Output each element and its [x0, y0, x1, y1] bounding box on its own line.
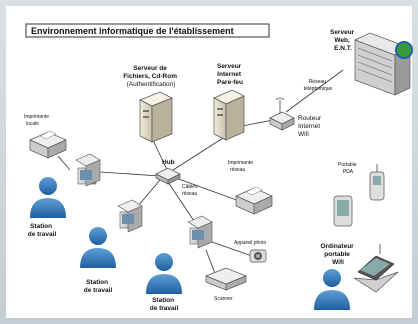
pda-icon: [333, 195, 353, 227]
workstation-1-label: Station de travail: [28, 223, 57, 238]
network-printer-label: Imprimante réseau: [228, 160, 254, 173]
scanner-label: Scanner: [214, 296, 233, 302]
network-printer-icon: [235, 186, 273, 215]
scanner-icon: [205, 267, 247, 291]
local-printer-label: Imprimante locale: [24, 114, 50, 127]
workstation-1-icon: [75, 153, 101, 187]
cable-hub-fileserver: [152, 139, 169, 173]
cables-label: Câbles réseau: [182, 184, 199, 197]
router-icon: [269, 97, 295, 131]
title-box: [25, 23, 270, 38]
camera-label: Appareil photo: [234, 240, 266, 246]
hub-icon: [155, 167, 181, 185]
workstation-3-icon: [187, 215, 213, 249]
camera-icon: [249, 249, 267, 263]
laptop-label: Ordinateur portable Wifi: [320, 243, 355, 266]
cable-station3-camera: [211, 241, 253, 257]
web-server-icon: [354, 32, 413, 96]
file-server-label: Serveur de Fichiers, Cd-Rom (Authentific…: [123, 65, 179, 88]
person-4-icon: [314, 269, 350, 310]
cable-router-webserver: [285, 69, 344, 113]
cable-station1-printer: [57, 155, 71, 171]
workstation-2-label: Station de travail: [84, 279, 113, 294]
cable-hub-netprinter: [175, 177, 243, 203]
local-printer-icon: [29, 130, 67, 159]
hub-label: Hub: [162, 159, 175, 166]
firewall-server-icon: [213, 89, 245, 141]
diagram-title: Environnement informatique de l'établiss…: [31, 26, 234, 36]
workstation-2-icon: [117, 199, 143, 233]
cable-hub-firewall: [169, 137, 224, 173]
cable-hub-station1: [99, 171, 161, 177]
cable-station3-scanner: [205, 249, 217, 277]
person-1-icon: [30, 177, 66, 218]
phone-network-label: Réseau téléphonique: [304, 79, 333, 92]
router-label: Routeur Internet Wifi: [298, 115, 323, 138]
workstation-3-label: Station de travail: [150, 297, 179, 312]
person-3-icon: [146, 253, 182, 294]
phone-icon: [369, 164, 385, 201]
laptop-icon: [353, 244, 399, 293]
pda-label: Portable PDA: [338, 162, 358, 175]
diagram-panel: [6, 6, 412, 318]
firewall-label: Serveur Internet Pare-feu: [217, 63, 243, 86]
file-server-icon: [139, 91, 173, 143]
web-server-label: Serveur Web, E.N.T.: [330, 29, 356, 52]
person-2-icon: [80, 227, 116, 268]
